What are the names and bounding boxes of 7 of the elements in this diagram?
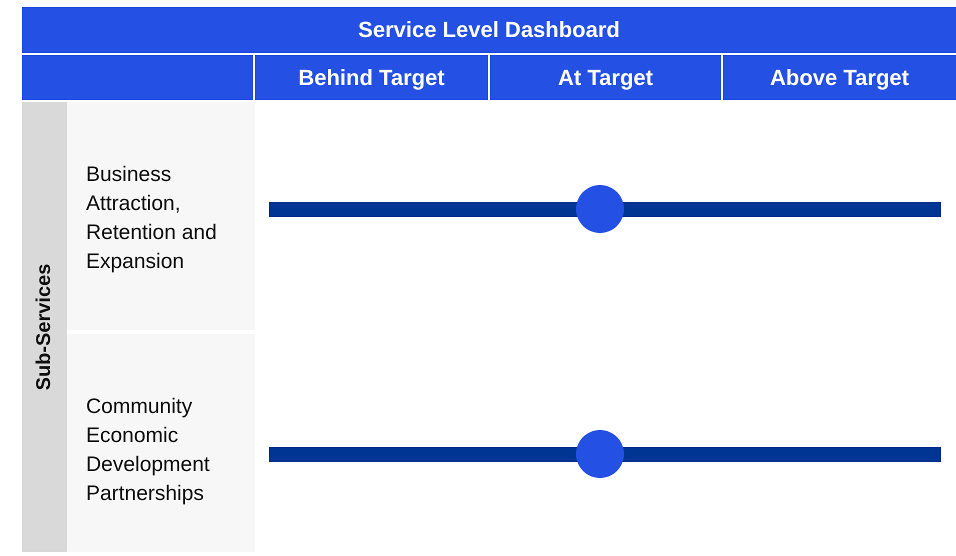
title-header: Service Level Dashboard — [22, 7, 956, 53]
column-header: Behind Target — [255, 55, 488, 100]
column-header: Above Target — [723, 55, 956, 100]
row-group-label: Sub-Services — [32, 262, 56, 392]
row-label: Business Attraction, Retention and Expansion — [86, 162, 218, 275]
column-header: At Target — [490, 55, 721, 100]
row-label: Community Economic Development Partnerships — [86, 394, 211, 507]
